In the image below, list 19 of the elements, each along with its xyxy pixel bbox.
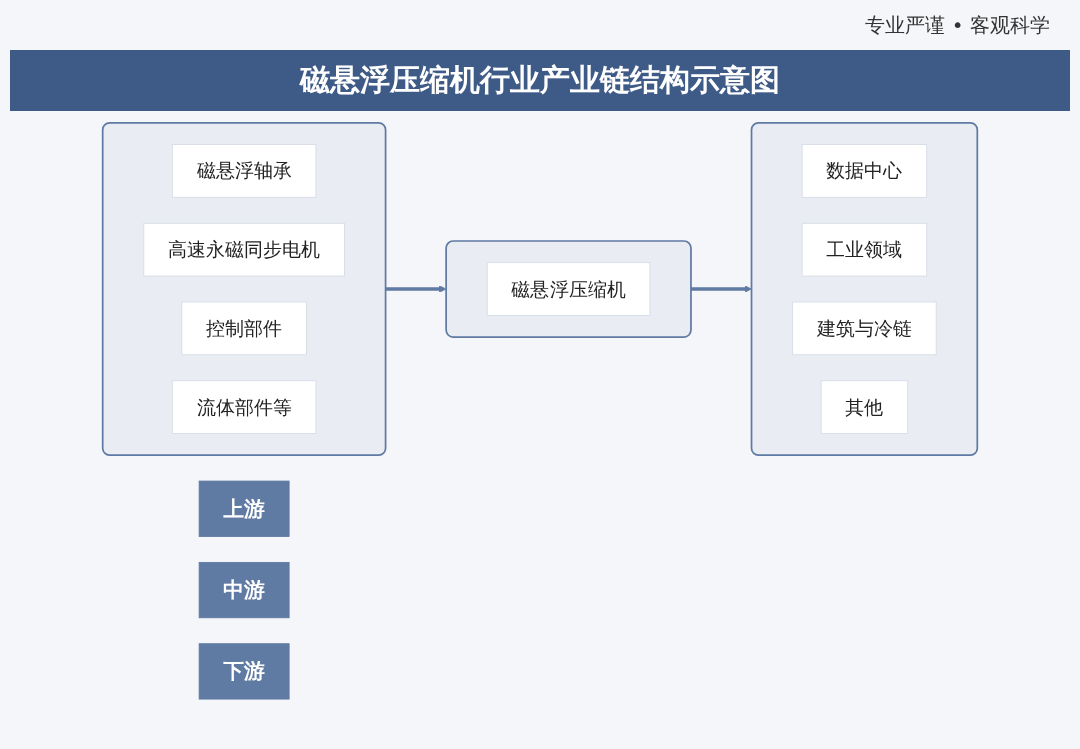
node-box: 建筑与冷链 (792, 301, 937, 356)
arrow (690, 285, 752, 293)
node-box: 工业领域 (801, 222, 928, 277)
cluster (101, 122, 387, 456)
node-box: 下游 (198, 643, 290, 700)
slogan-text: 专业严谨 • 客观科学 (865, 11, 1050, 39)
node-box: 流体部件等 (171, 380, 317, 434)
cluster (750, 122, 979, 456)
node-box: 高速永磁同步电机 (143, 222, 345, 277)
cluster (445, 240, 692, 338)
node-box: 上游 (198, 480, 290, 537)
node-box: 中游 (198, 561, 290, 619)
node-box: 数据中心 (801, 144, 928, 198)
arrow (385, 285, 447, 293)
title-banner: 磁悬浮压缩机行业产业链结构示意图 (10, 50, 1070, 111)
node-box: 磁悬浮压缩机 (486, 262, 651, 316)
node-box: 控制部件 (181, 301, 307, 356)
node-box: 其他 (820, 380, 909, 434)
node-box: 磁悬浮轴承 (171, 144, 317, 198)
